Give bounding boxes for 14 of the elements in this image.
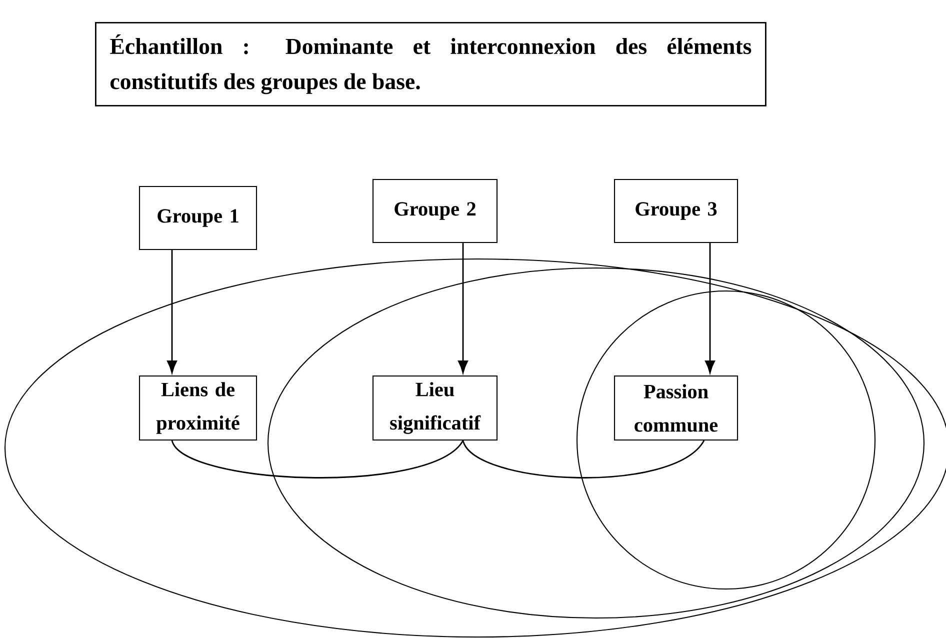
ellipse [267, 267, 925, 619]
text-box: Liens de proximité [138, 375, 258, 441]
arrow [705, 243, 715, 374]
group-box: Groupe 2 [372, 178, 498, 244]
arrow [167, 250, 177, 374]
connector-curve [462, 440, 705, 478]
title-box: Échantillon : Dominante et interconnexion des éléments constitutifs des groupes de base. [95, 22, 766, 106]
connector-curve [171, 440, 464, 478]
group-box: Groupe 3 [614, 178, 738, 244]
text-box: Lieu significatif [372, 375, 498, 441]
circle [576, 290, 876, 590]
text-box: Passion commune [614, 375, 738, 441]
arrow [458, 243, 468, 374]
group-box: Groupe 1 [138, 186, 258, 250]
